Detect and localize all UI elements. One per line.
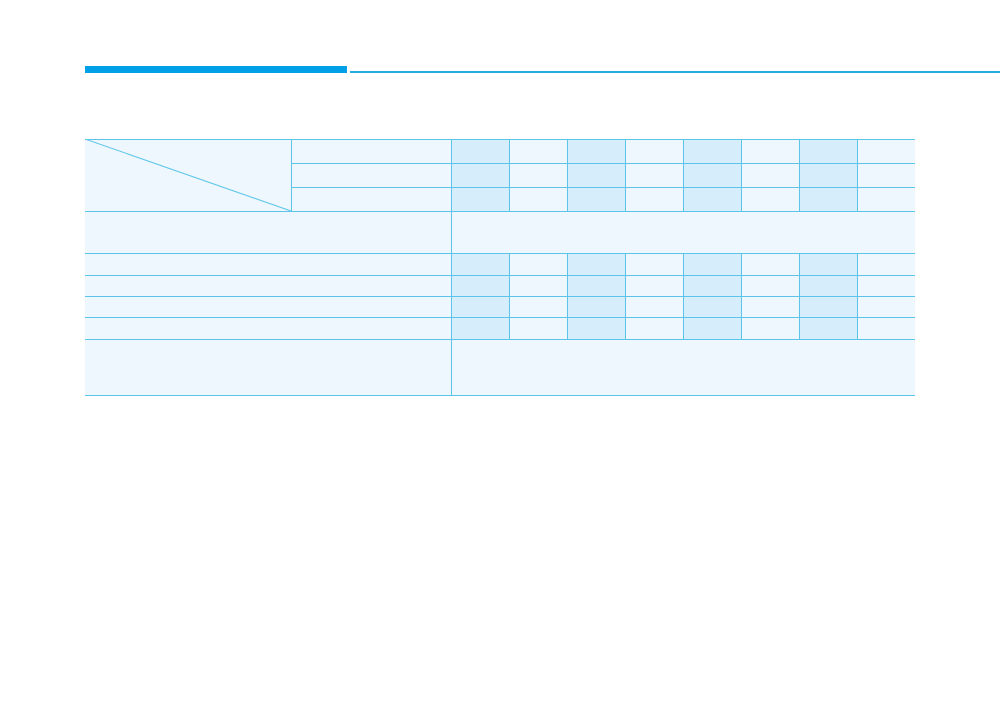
table-rule-vertical (683, 253, 684, 339)
table-rule-vertical (683, 139, 684, 211)
table-cell (509, 253, 567, 275)
table-cell (799, 296, 857, 317)
table-cell (741, 275, 799, 296)
header-cell (857, 163, 915, 187)
table-rule-horizontal (85, 339, 915, 340)
table-rule-horizontal (85, 211, 915, 212)
table-rule-horizontal (85, 395, 915, 396)
table-rule-horizontal (85, 275, 915, 276)
header-cell (857, 187, 915, 211)
table-cell (625, 317, 683, 339)
table-rule-vertical (291, 139, 292, 211)
table-cell (799, 275, 857, 296)
header-cell (741, 163, 799, 187)
table-cell (741, 317, 799, 339)
header-cell (625, 163, 683, 187)
header-row-label (291, 163, 451, 187)
table-row-label (85, 253, 451, 275)
section-header-rule (350, 71, 1000, 73)
header-cell (567, 187, 625, 211)
header-cell (567, 163, 625, 187)
header-row-label (291, 187, 451, 211)
table-rule-vertical (451, 139, 452, 395)
table-cell (451, 317, 509, 339)
table-rule-vertical (741, 253, 742, 339)
table-cell (567, 275, 625, 296)
merged-row-label (85, 339, 451, 395)
header-cell (741, 139, 799, 163)
header-cell (451, 139, 509, 163)
table-rule-vertical (799, 139, 800, 211)
table-cell (625, 275, 683, 296)
table-rule-vertical (741, 139, 742, 211)
merged-row-value (451, 211, 915, 253)
header-cell (799, 187, 857, 211)
table-cell (451, 275, 509, 296)
table-rule-horizontal (291, 163, 915, 164)
header-cell (799, 163, 857, 187)
table-cell (567, 296, 625, 317)
table-cell (451, 253, 509, 275)
table-rule-vertical (857, 253, 858, 339)
table-cell (567, 317, 625, 339)
table-rule-vertical (857, 139, 858, 211)
header-cell (857, 139, 915, 163)
table-cell (857, 253, 915, 275)
merged-row-label (85, 211, 451, 253)
table-cell (799, 253, 857, 275)
table-rule-horizontal (85, 296, 915, 297)
diagonal-stroke (85, 139, 292, 212)
table-rule-horizontal (291, 187, 915, 188)
table-rule-vertical (567, 253, 568, 339)
table-cell (741, 296, 799, 317)
header-cell (741, 187, 799, 211)
table-cell (857, 317, 915, 339)
table-cell (451, 296, 509, 317)
header-cell (509, 139, 567, 163)
table-cell (509, 317, 567, 339)
table-cell (509, 275, 567, 296)
header-cell (451, 187, 509, 211)
table-rule-vertical (625, 139, 626, 211)
header-cell (451, 163, 509, 187)
table-rule-horizontal (85, 317, 915, 318)
table-rule-horizontal (85, 253, 915, 254)
header-cell (683, 187, 741, 211)
table-cell (683, 296, 741, 317)
table-cell (741, 253, 799, 275)
header-cell (509, 187, 567, 211)
table-rule-vertical (625, 253, 626, 339)
table-rule-vertical (567, 139, 568, 211)
table-row-label (85, 275, 451, 296)
table-row-label (85, 317, 451, 339)
table-cell (857, 275, 915, 296)
header-cell (683, 139, 741, 163)
header-cell (625, 139, 683, 163)
table-cell (683, 253, 741, 275)
header-cell (567, 139, 625, 163)
table-cell (683, 317, 741, 339)
table-cell (857, 296, 915, 317)
table-cell (799, 317, 857, 339)
header-cell (509, 163, 567, 187)
header-row-label (291, 139, 451, 163)
corner-diagonal-line (85, 139, 292, 212)
header-cell (683, 163, 741, 187)
table-cell (567, 253, 625, 275)
table-cell (625, 296, 683, 317)
table-rule-vertical (799, 253, 800, 339)
table-rule-vertical (509, 139, 510, 211)
header-cell (625, 187, 683, 211)
table-cell (683, 275, 741, 296)
table-rule-vertical (509, 253, 510, 339)
table-cell (509, 296, 567, 317)
section-header-bar (85, 66, 347, 73)
table-rule-horizontal (85, 139, 915, 140)
merged-row-value (451, 339, 915, 395)
table-row-label (85, 296, 451, 317)
table-cell (625, 253, 683, 275)
header-cell (799, 139, 857, 163)
